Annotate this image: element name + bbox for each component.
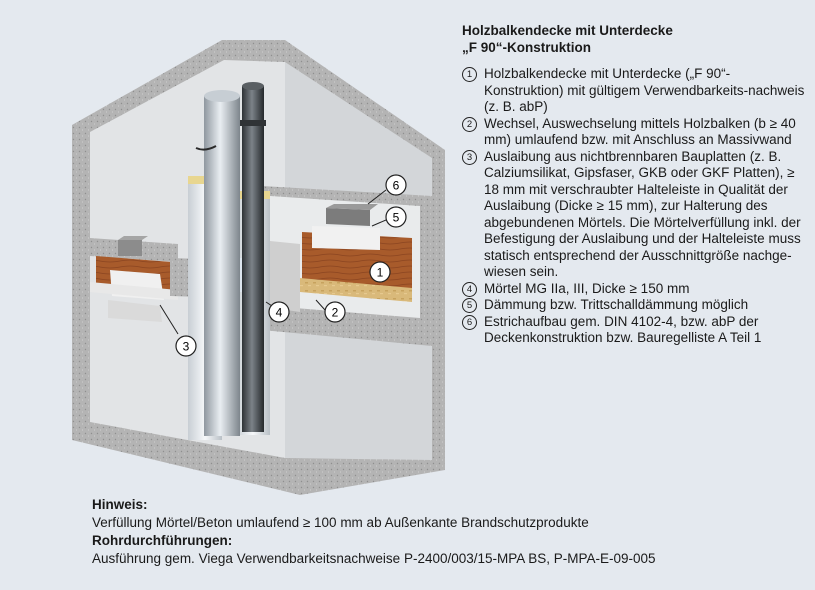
legend-text: Mörtel MG IIa, III, Dicke ≥ 150 mm xyxy=(484,280,690,296)
legend-text: Dämmung bzw. Trittschalldämmung möglich xyxy=(484,297,749,312)
legend-title-line2: „F 90“-Konstruktion xyxy=(462,40,592,55)
callout-5: 5 xyxy=(371,206,407,228)
legend-item: 5 Dämmung bzw. Trittschalldämmung möglic… xyxy=(462,297,807,314)
construction-illustration: 1 2 3 4 5 6 xyxy=(72,40,445,495)
pipe-dark xyxy=(242,82,264,432)
legend-text: Wechsel, Auswechselung mittels Holzbalke… xyxy=(484,115,796,148)
svg-text:1: 1 xyxy=(377,266,384,280)
pipe-grey xyxy=(204,90,240,436)
svg-text:6: 6 xyxy=(393,179,400,193)
legend-number: 4 xyxy=(462,281,477,297)
svg-text:5: 5 xyxy=(393,211,400,225)
callout-4: 4 xyxy=(265,301,290,323)
legend-title: Holzbalkendecke mit Unterdecke „F 90“-Ko… xyxy=(462,22,807,56)
legend-item: 2 Wechsel, Auswechselung mittels Holzbal… xyxy=(462,116,807,149)
legend-title-line1: Holzbalkendecke mit Unterdecke xyxy=(462,23,673,38)
svg-text:4: 4 xyxy=(276,306,283,320)
callout-6: 6 xyxy=(367,174,407,205)
legend-number: 2 xyxy=(462,116,477,132)
legend-number: 1 xyxy=(462,67,477,82)
legend-panel: Holzbalkendecke mit Unterdecke „F 90“-Ko… xyxy=(462,22,807,347)
legend-item: 6 Estrichaufbau gem. DIN 4102-4, bzw. ab… xyxy=(462,314,807,347)
svg-text:2: 2 xyxy=(332,306,339,320)
legend-item: 4 Mörtel MG IIa, III, Dicke ≥ 150 mm xyxy=(462,281,807,298)
pipe-clamps xyxy=(195,120,266,151)
callout-2: 2 xyxy=(315,299,346,323)
callout-3: 3 xyxy=(159,304,197,357)
hinweis-text: Verfüllung Mörtel/Beton umlaufend ≥ 100 … xyxy=(92,515,589,530)
legend-list: 1 Holzbalkendecke mit Unterdecke („F 90“… xyxy=(462,66,807,347)
right-ceiling-slab xyxy=(260,186,432,346)
legend-number: 3 xyxy=(462,149,477,165)
rohrdurchfuehrungen-label: Rohrdurchführungen: xyxy=(92,533,233,548)
legend-item: 1 Holzbalkendecke mit Unterdecke („F 90“… xyxy=(462,66,807,116)
legend-text: Holzbalkendecke mit Unterdecke („F 90“-K… xyxy=(484,66,805,114)
notes-block: Hinweis: Verfüllung Mörtel/Beton umlaufe… xyxy=(92,496,792,568)
callout-1: 1 xyxy=(369,261,391,283)
legend-text: Estrichaufbau gem. DIN 4102-4, bzw. abP … xyxy=(484,313,762,346)
svg-text:3: 3 xyxy=(183,340,190,354)
rohrdurchfuehrungen-text: Ausführung gem. Viega Verwendbarkeitsnac… xyxy=(92,551,656,566)
legend-item: 3 Auslaibung aus nichtbrennbaren Bauplat… xyxy=(462,149,807,281)
left-ceiling-slab xyxy=(90,236,178,322)
legend-number: 5 xyxy=(462,298,477,313)
legend-text: Auslaibung aus nichtbrennbaren Bauplatte… xyxy=(484,148,801,280)
legend-number: 6 xyxy=(462,314,477,330)
hinweis-label: Hinweis: xyxy=(92,497,148,512)
